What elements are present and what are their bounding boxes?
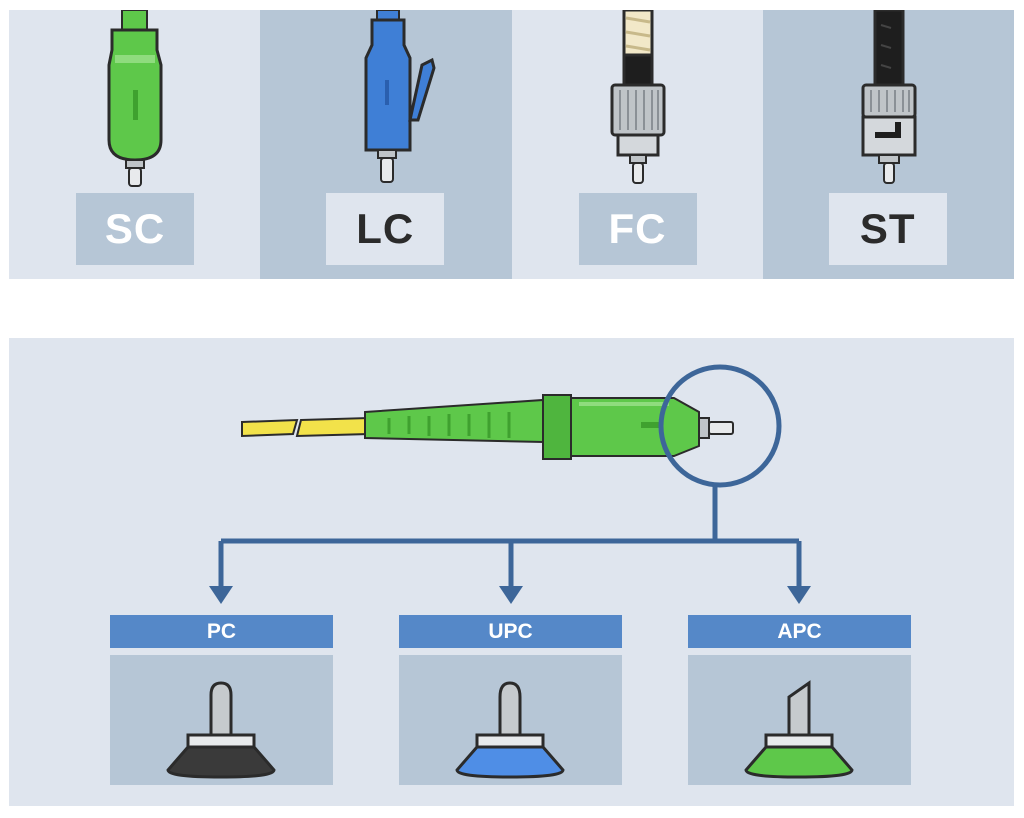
polish-types-panel: PC UPC APC <box>9 338 1014 806</box>
polish-header-upc: UPC <box>399 615 622 648</box>
polish-header-pc: PC <box>110 615 333 648</box>
arrow-upc <box>499 586 523 604</box>
polish-diagram <box>209 364 811 604</box>
connector-label-lc: LC <box>326 193 445 265</box>
sc-connector-icon <box>107 10 163 187</box>
connector-label-sc: SC <box>76 193 194 265</box>
upc-ferrule-icon <box>455 681 565 779</box>
sc-connector-side-icon <box>364 394 734 460</box>
connector-types-panel: SC LC FC <box>9 10 1014 279</box>
fiber-cable-icon <box>241 416 370 438</box>
arrow-pc <box>209 586 233 604</box>
connector-cell-lc: LC <box>260 10 512 279</box>
lc-connector-icon <box>364 10 436 183</box>
arrow-apc <box>787 586 811 604</box>
connector-label-fc: FC <box>578 193 697 265</box>
connector-cell-sc: SC <box>9 10 261 279</box>
polish-header-apc: APC <box>688 615 911 648</box>
st-connector-icon <box>861 10 917 184</box>
polish-box-upc <box>399 655 622 785</box>
fc-connector-icon <box>610 10 665 184</box>
zoom-circle <box>658 364 782 488</box>
polish-box-apc <box>688 655 911 785</box>
connector-label-st: ST <box>828 193 947 265</box>
branch-arrows <box>218 485 802 590</box>
apc-ferrule-icon <box>744 680 854 779</box>
polish-box-pc <box>110 655 333 785</box>
pc-ferrule-icon <box>166 681 276 779</box>
connector-cell-fc: FC <box>511 10 763 279</box>
connector-cell-st: ST <box>762 10 1014 279</box>
